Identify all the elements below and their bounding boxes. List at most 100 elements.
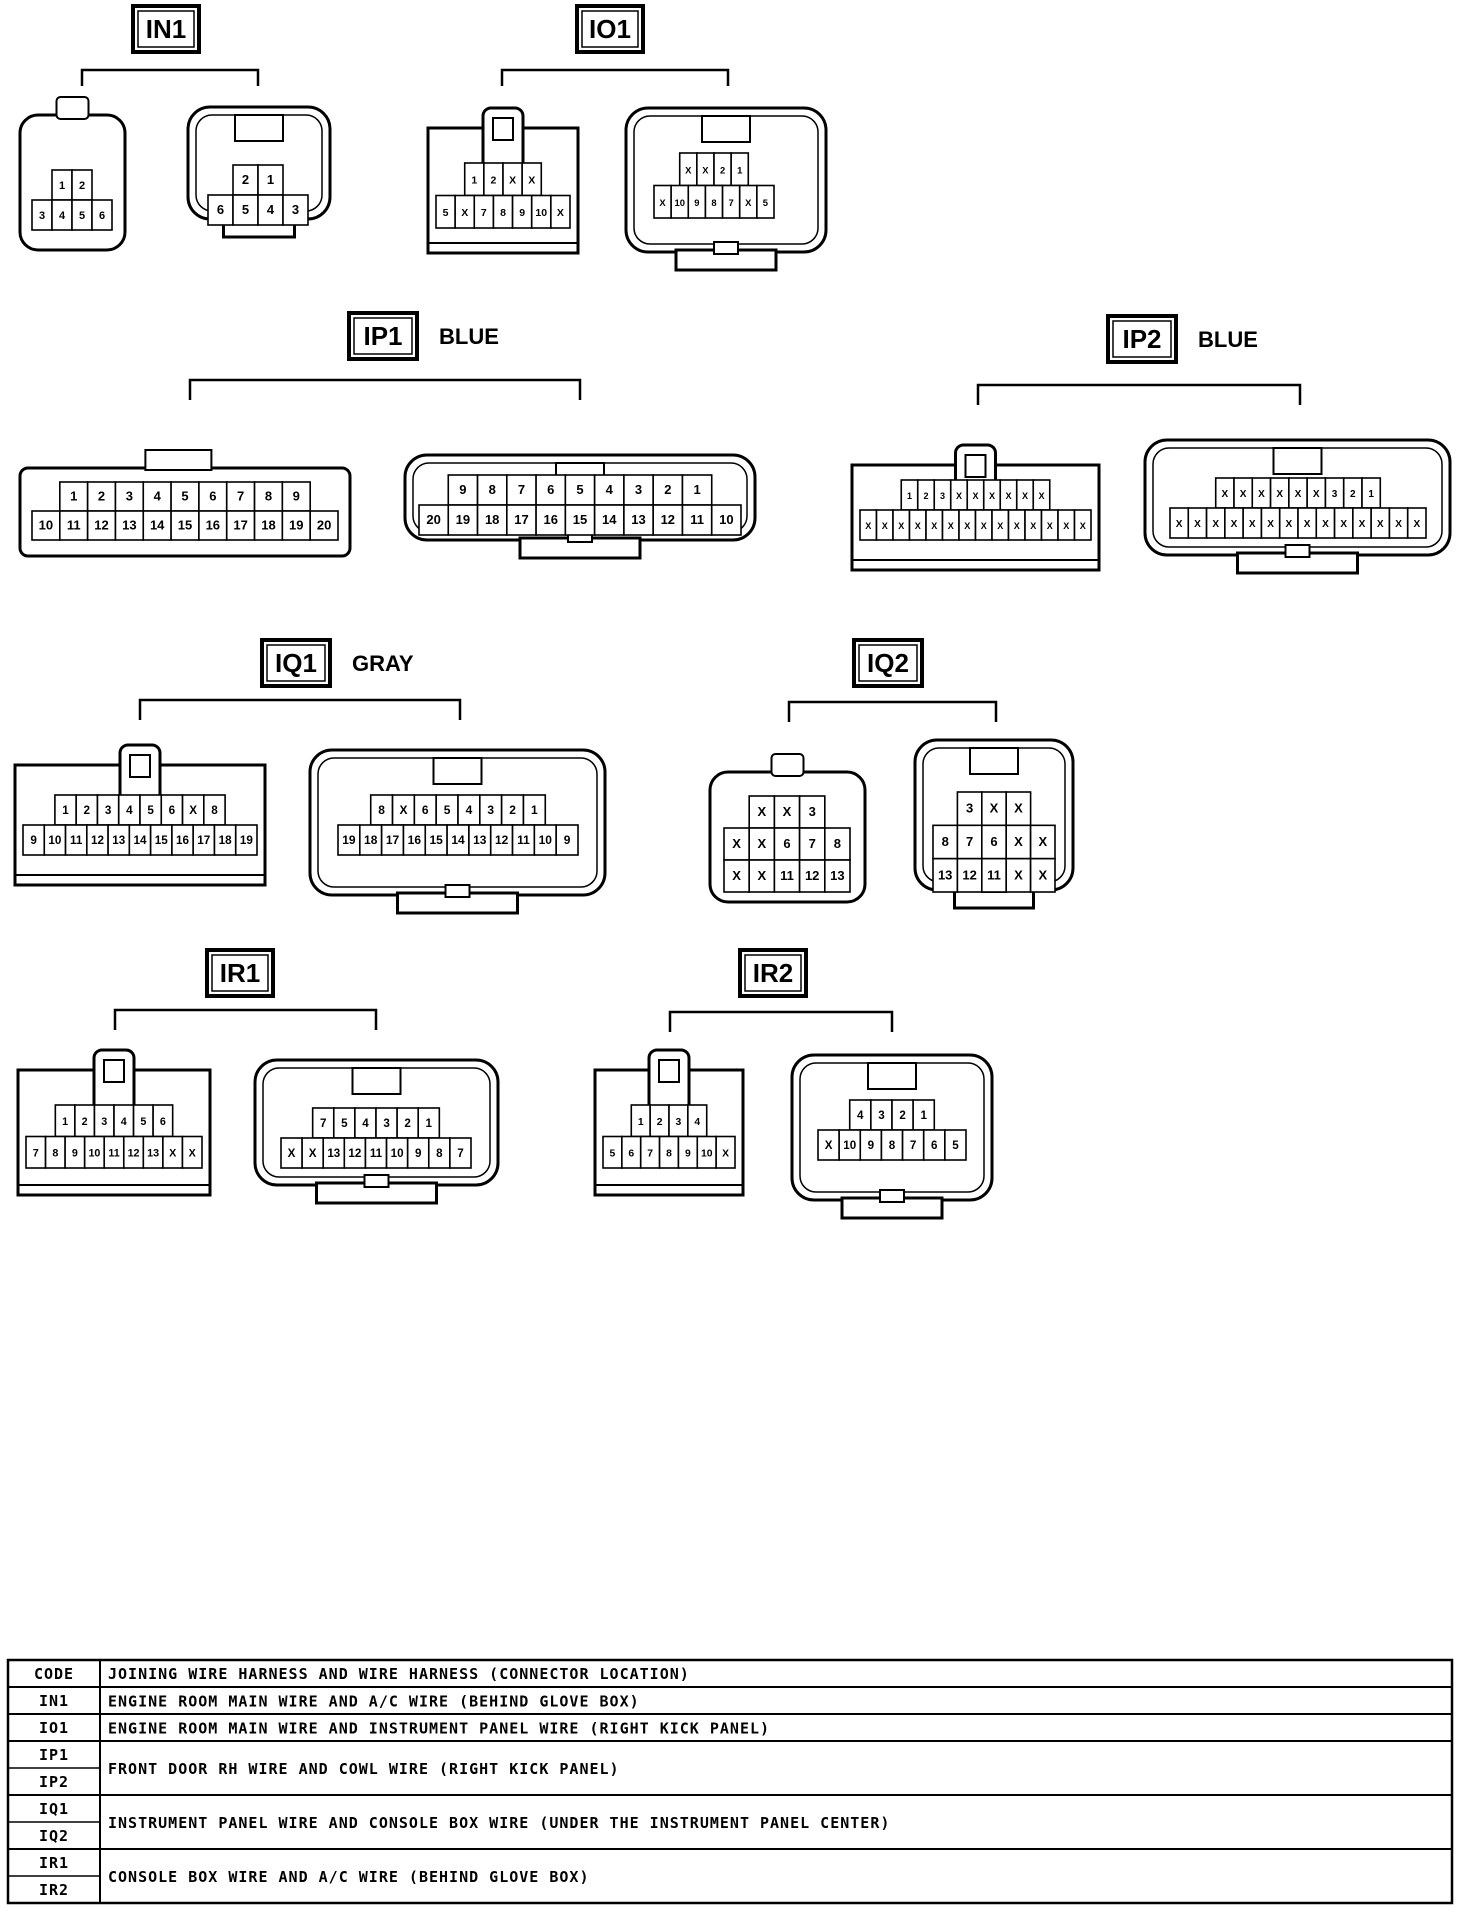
bracket bbox=[113, 1008, 378, 1030]
pin-label: 16 bbox=[176, 834, 190, 847]
table-row-code: IR1 bbox=[39, 1854, 69, 1872]
pin-label: 13 bbox=[122, 518, 136, 533]
pin-label: 3 bbox=[1332, 489, 1338, 500]
pin-cell bbox=[932, 857, 959, 893]
pin-label: 6 bbox=[931, 1139, 938, 1152]
pin-cell bbox=[748, 859, 776, 893]
pin-label: 1 bbox=[426, 1117, 433, 1130]
pin-label: X bbox=[1395, 519, 1402, 530]
pin-label: 13 bbox=[473, 833, 487, 847]
pin-label: X bbox=[288, 1147, 296, 1160]
pin-label: 2 bbox=[490, 174, 496, 186]
pin-label: X bbox=[1022, 491, 1028, 501]
pin-label: X bbox=[990, 801, 999, 816]
pin-label: 4 bbox=[267, 202, 275, 217]
pin-cell bbox=[257, 194, 284, 226]
pin-label: X bbox=[757, 868, 766, 883]
pin-label: 7 bbox=[966, 834, 973, 849]
pin-label: 3 bbox=[487, 803, 494, 817]
table-row-description: CONSOLE BOX WIRE AND A/C WIRE (BEHIND GL… bbox=[108, 1868, 589, 1886]
connector-code: IP1 bbox=[363, 321, 402, 351]
pin-cell bbox=[681, 504, 713, 536]
table-row-code: IN1 bbox=[39, 1692, 69, 1710]
pin-label: X bbox=[399, 803, 407, 817]
table-header-description: JOINING WIRE HARNESS AND WIRE HARNESS (C… bbox=[108, 1665, 690, 1683]
pin-label: X bbox=[964, 521, 970, 531]
pin-cell bbox=[234, 824, 258, 856]
pin-label: 14 bbox=[133, 834, 147, 847]
pin-cell bbox=[225, 481, 256, 512]
pin-label: X bbox=[169, 1147, 177, 1159]
pin-label: 8 bbox=[436, 1147, 443, 1160]
pin-label: 9 bbox=[685, 1148, 691, 1159]
pin-label: X bbox=[1340, 519, 1347, 530]
pin-label: 5 bbox=[763, 197, 768, 208]
pin-label: X bbox=[1038, 491, 1044, 501]
pin-label: 1 bbox=[920, 1109, 927, 1122]
connector-in1-left-connector bbox=[18, 96, 127, 252]
pin-label: 14 bbox=[150, 518, 165, 533]
pin-label: 9 bbox=[564, 833, 571, 847]
table-row-code: IP2 bbox=[39, 1773, 69, 1791]
pin-label: 15 bbox=[573, 512, 587, 527]
pin-label: 9 bbox=[694, 197, 699, 208]
connector-ir2: IR2 bbox=[593, 948, 994, 1220]
pin-label: 13 bbox=[631, 512, 645, 527]
pin-label: X bbox=[732, 836, 741, 851]
connector-ir1-right-connector bbox=[253, 1058, 500, 1205]
table-row-code: IR2 bbox=[39, 1881, 69, 1899]
pin-label: 9 bbox=[293, 489, 300, 504]
connector-iq2-left-connector bbox=[708, 753, 867, 904]
table-row-code: IQ2 bbox=[39, 1827, 69, 1845]
pin-label: 8 bbox=[500, 207, 506, 219]
pin-label: 3 bbox=[878, 1109, 885, 1122]
pin-label: 16 bbox=[206, 518, 220, 533]
pin-label: 2 bbox=[242, 172, 249, 187]
pin-label: X bbox=[997, 521, 1003, 531]
pin-label: 1 bbox=[62, 1116, 68, 1128]
pin-label: 13 bbox=[327, 1147, 340, 1160]
pin-label: X bbox=[189, 804, 197, 817]
pin-label: 15 bbox=[178, 518, 192, 533]
connector-code: IN1 bbox=[146, 14, 186, 44]
pin-label: X bbox=[1231, 519, 1238, 530]
connector-io1: IO1 bbox=[426, 4, 828, 272]
pin-label: X bbox=[685, 164, 692, 175]
pin-label: 6 bbox=[160, 1116, 166, 1128]
pin-label: X bbox=[1377, 519, 1384, 530]
pin-label: X bbox=[1176, 519, 1183, 530]
pin-cell bbox=[31, 510, 61, 541]
pin-label: X bbox=[1222, 489, 1229, 500]
pin-label: 8 bbox=[489, 482, 496, 497]
pin-label: 9 bbox=[868, 1139, 875, 1152]
pin-label: 3 bbox=[966, 801, 973, 816]
pin-cell bbox=[1005, 791, 1032, 827]
pin-label: 4 bbox=[694, 1117, 700, 1128]
pin-label: 2 bbox=[82, 1116, 88, 1128]
pin-label: 2 bbox=[664, 482, 671, 497]
pin-label: 11 bbox=[370, 1147, 383, 1160]
pin-label: 9 bbox=[415, 1147, 422, 1160]
pin-cell bbox=[980, 791, 1007, 827]
pin-cell bbox=[710, 504, 742, 536]
pin-label: 6 bbox=[99, 210, 105, 222]
connector-code: IQ2 bbox=[867, 648, 909, 678]
pin-label: 7 bbox=[237, 489, 244, 504]
connector-code: IQ1 bbox=[275, 648, 317, 678]
pin-label: 2 bbox=[657, 1117, 663, 1128]
pin-label: 1 bbox=[638, 1117, 644, 1128]
pin-label: X bbox=[1267, 519, 1274, 530]
bracket bbox=[138, 698, 462, 720]
pin-label: 2 bbox=[98, 489, 105, 504]
pin-label: 4 bbox=[154, 489, 162, 504]
connector-code: IR1 bbox=[220, 958, 260, 988]
pin-label: 3 bbox=[39, 210, 45, 222]
pin-label: 9 bbox=[459, 482, 466, 497]
pin-label: 8 bbox=[666, 1148, 672, 1159]
